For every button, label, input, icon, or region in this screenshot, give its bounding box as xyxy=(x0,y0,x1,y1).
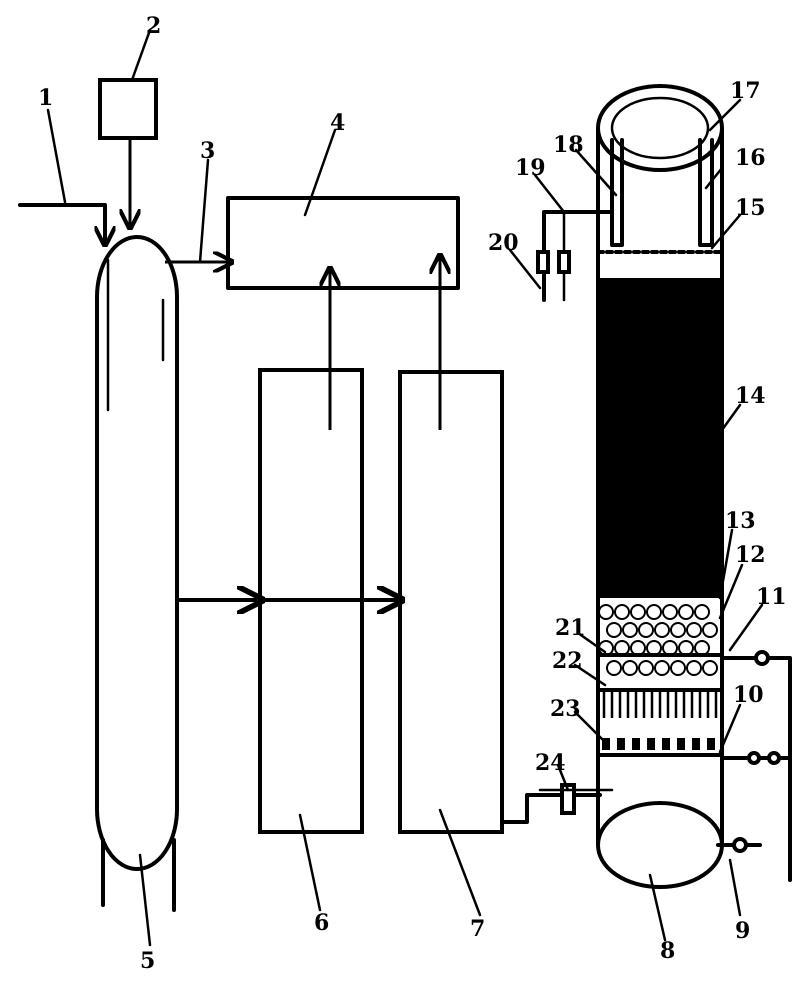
reactor-top xyxy=(596,84,724,172)
label-20: 20 xyxy=(488,230,519,256)
label-12: 12 xyxy=(735,542,766,568)
packing-ball xyxy=(702,622,718,638)
packing-ball xyxy=(646,640,662,656)
packing-ball xyxy=(646,604,662,620)
label-18: 18 xyxy=(553,132,584,158)
weir-16 xyxy=(698,138,714,247)
ball-layer-13 xyxy=(598,604,718,676)
label-11: 11 xyxy=(756,584,787,610)
label-3: 3 xyxy=(200,138,215,164)
tank-4 xyxy=(226,196,460,290)
valve-10b xyxy=(767,751,781,765)
packing-ball xyxy=(654,660,670,676)
valve-9 xyxy=(732,837,748,853)
packing-ball xyxy=(654,622,670,638)
leader-lines xyxy=(46,28,764,947)
tank-7 xyxy=(398,370,504,834)
aerator xyxy=(707,738,715,750)
dosing-box-2 xyxy=(98,78,158,140)
label-15: 15 xyxy=(735,195,766,221)
label-23: 23 xyxy=(550,696,581,722)
aerator xyxy=(647,738,655,750)
packing-ball xyxy=(614,604,630,620)
packing-ball xyxy=(662,640,678,656)
label-8: 8 xyxy=(660,938,675,964)
reactor-bottom xyxy=(596,801,724,889)
packing-ball xyxy=(614,640,630,656)
label-21: 21 xyxy=(555,615,586,641)
packing-ball xyxy=(638,622,654,638)
label-2: 2 xyxy=(146,13,161,39)
valve-24 xyxy=(560,783,576,815)
packing-ball xyxy=(638,660,654,676)
weir-18 xyxy=(610,138,624,247)
label-1: 1 xyxy=(38,85,53,111)
label-14: 14 xyxy=(735,383,766,409)
nozzle-array-22 xyxy=(602,690,718,718)
aerator xyxy=(662,738,670,750)
aerator xyxy=(677,738,685,750)
label-7: 7 xyxy=(470,916,485,942)
packing-ball xyxy=(622,660,638,676)
aerator-row-23 xyxy=(602,738,715,750)
aerator xyxy=(617,738,625,750)
packing-ball xyxy=(630,604,646,620)
label-5: 5 xyxy=(140,948,155,974)
packing-ball xyxy=(686,622,702,638)
label-22: 22 xyxy=(552,648,583,674)
label-13: 13 xyxy=(725,508,756,534)
packing-ball xyxy=(598,604,614,620)
label-19: 19 xyxy=(515,155,546,181)
packing-ball xyxy=(662,604,678,620)
packing-ball xyxy=(678,640,694,656)
valve-10a xyxy=(747,751,761,765)
pipe-11 xyxy=(720,656,792,882)
packing-ball xyxy=(622,622,638,638)
packing-ball xyxy=(670,622,686,638)
valve-19 xyxy=(557,250,571,274)
aerator xyxy=(602,738,610,750)
pipe-7-to-reactor xyxy=(500,793,602,824)
aerator xyxy=(632,738,640,750)
label-17: 17 xyxy=(730,78,761,104)
label-24: 24 xyxy=(535,750,566,776)
packing-media-14 xyxy=(598,278,722,598)
label-16: 16 xyxy=(735,145,766,171)
packing-ball xyxy=(694,604,710,620)
vessel-5 xyxy=(95,235,179,871)
packing-ball xyxy=(678,604,694,620)
reactor-top-inner xyxy=(610,96,710,160)
label-10: 10 xyxy=(733,682,764,708)
valve-20 xyxy=(536,250,550,274)
packing-ball xyxy=(686,660,702,676)
label-6: 6 xyxy=(314,910,329,936)
packing-ball xyxy=(606,660,622,676)
valve-11 xyxy=(754,650,770,666)
packing-ball xyxy=(630,640,646,656)
packing-ball xyxy=(702,660,718,676)
packing-ball xyxy=(670,660,686,676)
packing-ball xyxy=(694,640,710,656)
inlet-pipe-1 xyxy=(18,203,107,247)
packing-ball xyxy=(606,622,622,638)
aerator xyxy=(692,738,700,750)
label-4: 4 xyxy=(330,110,345,136)
label-9: 9 xyxy=(735,918,750,944)
